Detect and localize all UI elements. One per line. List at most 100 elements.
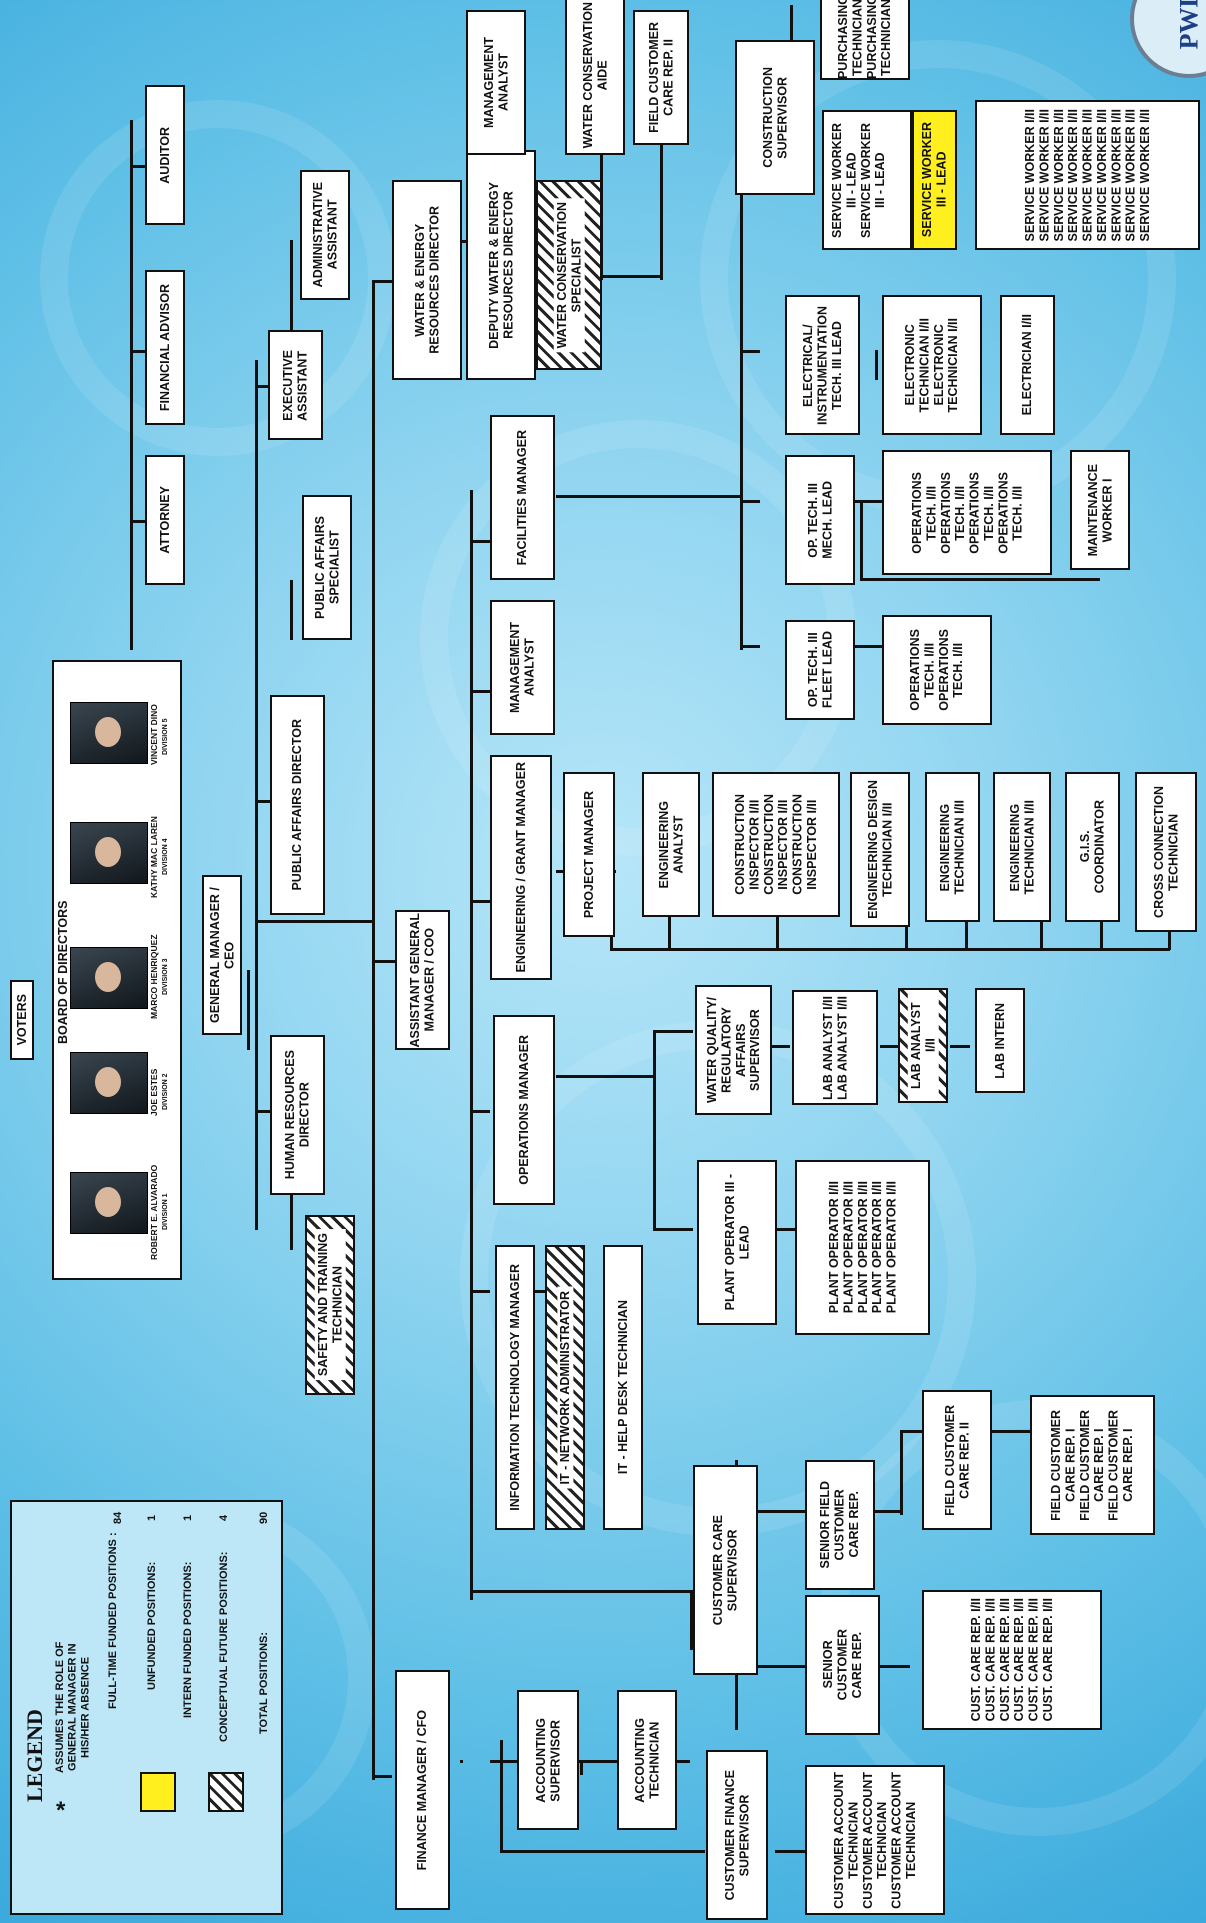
engineering-grant-manager-box: ENGINEERING / GRANT MANAGER <box>490 755 552 980</box>
lab-analysts-label: LAB ANALYST I/II LAB ANALYST I/II <box>820 995 849 1100</box>
mech-lead-label: OP. TECH. III MECH. LEAD <box>805 481 834 559</box>
finance-manager-label: FINANCE MANAGER / CFO <box>415 1709 430 1871</box>
maintenance-worker-box: MAINTENANCE WORKER I <box>1070 450 1130 570</box>
operations-tech-fleet-box: OPERATIONS TECH. I/II OPERATIONS TECH. I… <box>882 615 992 725</box>
cross-connection-technician-label: CROSS CONNECTION TECHNICIAN <box>1151 786 1180 918</box>
legend-count-conceptual: 4 <box>218 1514 230 1522</box>
legend-asterisk: * <box>56 1797 66 1824</box>
fleet-lead-label: OP. TECH. III FLEET LEAD <box>805 631 834 709</box>
administrative-assistant-label: ADMINISTRATIVE ASSISTANT <box>310 182 339 288</box>
board-title: BOARD OF DIRECTORS <box>56 900 70 1044</box>
director-division-5: DIVISION 5 <box>162 718 169 756</box>
water-conservation-aide-box: WATER CONSERVATION AIDE <box>565 0 625 155</box>
director-photo-2 <box>70 1052 148 1114</box>
senior-customer-care-rep-box: SENIOR CUSTOMER CARE REP. <box>805 1595 880 1735</box>
gis-coordinator-label: G.I.S. COORDINATOR <box>1078 800 1107 894</box>
engineering-design-technician-box: ENGINEERING DESIGN TECHNICIAN I/II <box>850 772 910 927</box>
auditor-box: AUDITOR <box>145 85 185 225</box>
service-worker-lead-unfunded-box: SERVICE WORKER III - LEAD <box>912 110 957 250</box>
it-help-desk-technician-box: IT - HELP DESK TECHNICIAN <box>603 1245 643 1530</box>
plant-operator-lead-label: PLANT OPERATOR III - LEAD <box>722 1174 751 1311</box>
legend-count-unfunded: 1 <box>146 1514 158 1522</box>
construction-supervisor-label: CONSTRUCTION SUPERVISOR <box>760 67 789 168</box>
administrative-assistant-box: ADMINISTRATIVE ASSISTANT <box>300 170 350 300</box>
lab-intern-label: LAB INTERN <box>992 1002 1007 1079</box>
director-division-4: DIVISION 4 <box>162 838 169 876</box>
water-energy-director-box: WATER & ENERGY RESOURCES DIRECTOR <box>392 180 462 380</box>
plant-operators-box: PLANT OPERATOR I/II PLANT OPERATOR I/II … <box>795 1160 930 1335</box>
fleet-lead-box: OP. TECH. III FLEET LEAD <box>785 620 855 720</box>
financial-advisor-box: FINANCIAL ADVISOR <box>145 270 185 425</box>
lab-intern-box: LAB INTERN <box>975 988 1025 1093</box>
operations-tech-mech-box: OPERATIONS TECH. I/II OPERATIONS TECH. I… <box>882 450 1052 575</box>
lab-analysts-box: LAB ANALYST I/II LAB ANALYST I/II <box>792 990 878 1105</box>
attorney-label: ATTORNEY <box>157 486 172 554</box>
auditor-label: AUDITOR <box>157 126 172 184</box>
engineering-technician-1-label: ENGINEERING TECHNICIAN I/II <box>938 799 967 895</box>
legend-row-total: TOTAL POSITIONS: <box>258 1632 270 1735</box>
maintenance-worker-label: MAINTENANCE WORKER I <box>1085 463 1114 557</box>
executive-assistant-box: EXECUTIVE ASSISTANT <box>268 330 323 440</box>
legend-count-total: 90 <box>258 1511 270 1525</box>
director-name-3: MARCO HENRIQUEZ <box>149 934 159 1020</box>
plant-operators-label: PLANT OPERATOR I/II PLANT OPERATOR I/II … <box>826 1181 899 1314</box>
engineering-grant-manager-label: ENGINEERING / GRANT MANAGER <box>513 762 528 973</box>
mech-lead-box: OP. TECH. III MECH. LEAD <box>785 455 855 585</box>
management-analyst-1-box: MANAGEMENT ANALYST <box>466 10 526 155</box>
water-conservation-specialist-box: WATER CONSERVATION SPECIALIST <box>536 180 602 370</box>
electrician-label: ELECTRICIAN I/II <box>1020 314 1035 416</box>
project-manager-label: PROJECT MANAGER <box>581 790 596 919</box>
engineering-technician-2-box: ENGINEERING TECHNICIAN I/II <box>993 772 1051 922</box>
executive-assistant-label: EXECUTIVE ASSISTANT <box>281 349 310 421</box>
engineering-technician-2-label: ENGINEERING TECHNICIAN I/II <box>1007 799 1036 895</box>
engineering-technician-1-box: ENGINEERING TECHNICIAN I/II <box>925 772 980 922</box>
deputy-water-energy-director-label: DEPUTY WATER & ENERGY RESOURCES DIRECTOR <box>486 181 515 349</box>
director-photo-4 <box>70 822 148 884</box>
service-worker-lead-label: SERVICE WORKER III - LEAD SERVICE WORKER… <box>830 122 888 238</box>
financial-advisor-label: FINANCIAL ADVISOR <box>157 283 172 412</box>
it-network-administrator-label: IT - NETWORK ADMINISTRATOR <box>556 1286 574 1489</box>
accounting-supervisor-label: ACCOUNTING SUPERVISOR <box>533 1717 562 1803</box>
lab-analyst-conceptual-label: LAB ANALYST I/II <box>907 990 939 1101</box>
legend-swatch-unfunded <box>140 1772 176 1812</box>
customer-care-reps-box: CUST. CARE REP. I/II CUST. CARE REP. I/I… <box>922 1590 1102 1730</box>
service-worker-lead-unfunded-label: SERVICE WORKER III - LEAD <box>920 122 949 238</box>
service-worker-lead-box: SERVICE WORKER III - LEAD SERVICE WORKER… <box>822 110 912 250</box>
senior-field-customer-care-rep-box: SENIOR FIELD CUSTOMER CARE REP. <box>805 1460 875 1590</box>
district-logo: PWD <box>1130 0 1206 78</box>
management-analyst-2-label: MANAGEMENT ANALYST <box>508 622 537 713</box>
legend-swatch-conceptual <box>208 1772 244 1812</box>
purchasing-technician-label: PURCHASING TECHNICIAN PURCHASING TECHNIC… <box>836 0 894 80</box>
director-photo-5 <box>70 702 148 764</box>
attorney-box: ATTORNEY <box>145 455 185 585</box>
legend-row-intern: INTERN FUNDED POSITIONS: <box>182 1562 194 1719</box>
public-affairs-director-box: PUBLIC AFFAIRS DIRECTOR <box>270 695 325 915</box>
customer-finance-supervisor-box: CUSTOMER FINANCE SUPERVISOR <box>706 1750 768 1920</box>
public-affairs-specialist-box: PUBLIC AFFAIRS SPECIALIST <box>302 495 352 640</box>
voters-label: VOTERS <box>14 994 29 1046</box>
public-affairs-director-label: PUBLIC AFFAIRS DIRECTOR <box>290 719 305 891</box>
service-workers-box: SERVICE WORKER I/II SERVICE WORKER I/II … <box>975 100 1200 250</box>
customer-account-technician-label: CUSTOMER ACCOUNT TECHNICIAN CUSTOMER ACC… <box>831 1771 918 1909</box>
legend-title: LEGEND <box>22 1709 47 1802</box>
water-conservation-specialist-label: WATER CONSERVATION SPECIALIST <box>553 197 585 353</box>
legend-count-intern: 1 <box>182 1514 194 1522</box>
director-name-5: VINCENT DINO <box>149 704 159 765</box>
it-manager-label: INFORMATION TECHNOLOGY MANAGER <box>507 1264 522 1511</box>
field-customer-care-rep-2-label: FIELD CUSTOMER CARE REP. II <box>942 1404 971 1516</box>
senior-customer-care-rep-label: SENIOR CUSTOMER CARE REP. <box>820 1629 864 1701</box>
cross-connection-technician-box: CROSS CONNECTION TECHNICIAN <box>1135 772 1197 932</box>
gm-box: GENERAL MANAGER / CEO <box>202 875 242 1035</box>
director-name-2: JOE ESTES <box>149 1068 159 1116</box>
field-customer-care-rep-1-label: FIELD CUSTOMER CARE REP. I FIELD CUSTOME… <box>1049 1409 1136 1521</box>
lab-analyst-conceptual-box: LAB ANALYST I/II <box>898 988 948 1103</box>
purchasing-technician-box: PURCHASING TECHNICIAN PURCHASING TECHNIC… <box>820 0 910 80</box>
safety-technician-box: SAFETY AND TRAINING TECHNICIAN <box>305 1215 355 1395</box>
water-energy-director-label: WATER & ENERGY RESOURCES DIRECTOR <box>412 206 441 354</box>
field-customer-care-rep-1-box: FIELD CUSTOMER CARE REP. I FIELD CUSTOME… <box>1030 1395 1155 1535</box>
facilities-manager-box: FACILITIES MANAGER <box>490 415 555 580</box>
director-division-2: DIVISION 2 <box>162 1073 169 1111</box>
operations-tech-mech-label: OPERATIONS TECH. I/II OPERATIONS TECH. I… <box>909 471 1025 554</box>
legend-count-fulltime: 84 <box>112 1511 124 1525</box>
service-workers-label: SERVICE WORKER I/II SERVICE WORKER I/II … <box>1022 108 1152 242</box>
